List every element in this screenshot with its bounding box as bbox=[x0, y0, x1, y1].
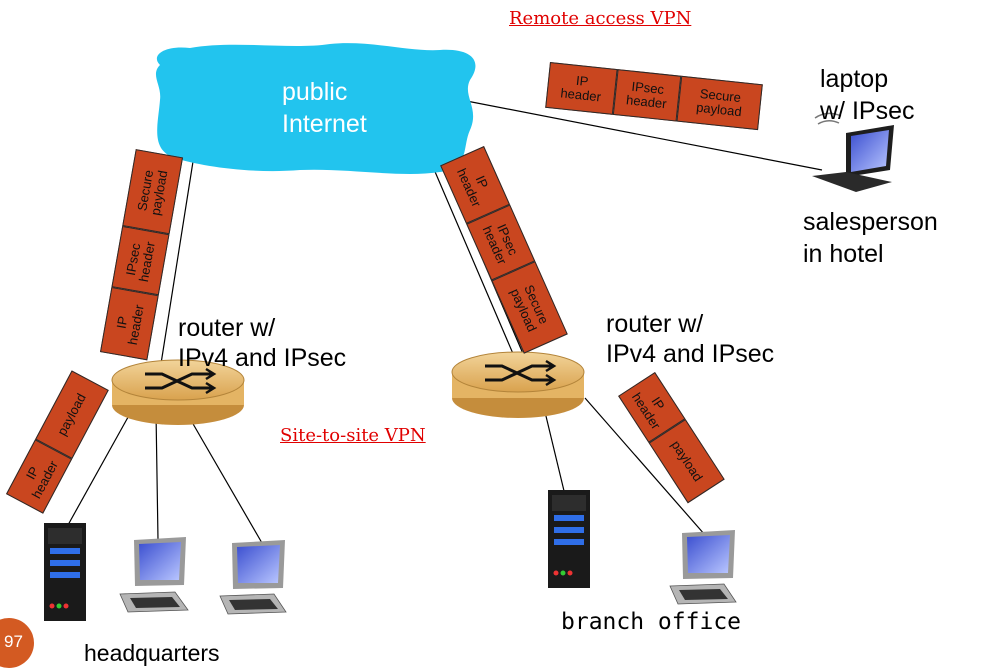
cloud-label-public: public bbox=[282, 78, 348, 106]
hq-pc-2-icon bbox=[219, 540, 287, 615]
branch-pc-icon bbox=[669, 530, 737, 605]
branch-router-label-line1: router w/ bbox=[606, 310, 704, 338]
public-internet-cloud bbox=[155, 43, 476, 174]
branch-router-label-line2: IPv4 and IPsec bbox=[606, 340, 775, 368]
branch-router bbox=[451, 351, 585, 418]
link-hq-server bbox=[67, 409, 133, 526]
hq-pc-1-icon bbox=[119, 537, 189, 613]
hq-server-icon bbox=[44, 523, 86, 621]
link-hq-pc1 bbox=[155, 411, 159, 541]
cloud-label-internet: Internet bbox=[282, 110, 367, 138]
remote-access-vpn-title: Remote access VPN bbox=[509, 8, 692, 29]
branch-office-label: branch office bbox=[561, 609, 742, 635]
link-hq-pc2 bbox=[184, 409, 263, 544]
link-cloud-laptop bbox=[445, 96, 823, 171]
laptop-label-line1: laptop bbox=[820, 65, 889, 93]
site-to-site-vpn-title: Site-to-site VPN bbox=[280, 425, 426, 446]
laptop-label-line2: w/ IPsec bbox=[820, 97, 915, 125]
headquarters-label: headquarters bbox=[84, 640, 220, 666]
hq-router-label-line1: router w/ bbox=[178, 314, 276, 342]
link-cloud-hq-router bbox=[159, 129, 199, 371]
branch-server-icon bbox=[548, 490, 590, 588]
hq-router bbox=[111, 359, 245, 425]
hq-router-label-line2: IPv4 and IPsec bbox=[178, 344, 347, 372]
link-cloud-branch-router bbox=[429, 159, 521, 371]
salesperson-label-line2: in hotel bbox=[803, 240, 884, 268]
link-branch-pc bbox=[584, 397, 706, 536]
page-number: 97 bbox=[4, 632, 23, 651]
link-branch-server bbox=[544, 411, 566, 496]
laptop-icon bbox=[812, 112, 894, 192]
salesperson-label-line1: salesperson bbox=[803, 208, 938, 236]
